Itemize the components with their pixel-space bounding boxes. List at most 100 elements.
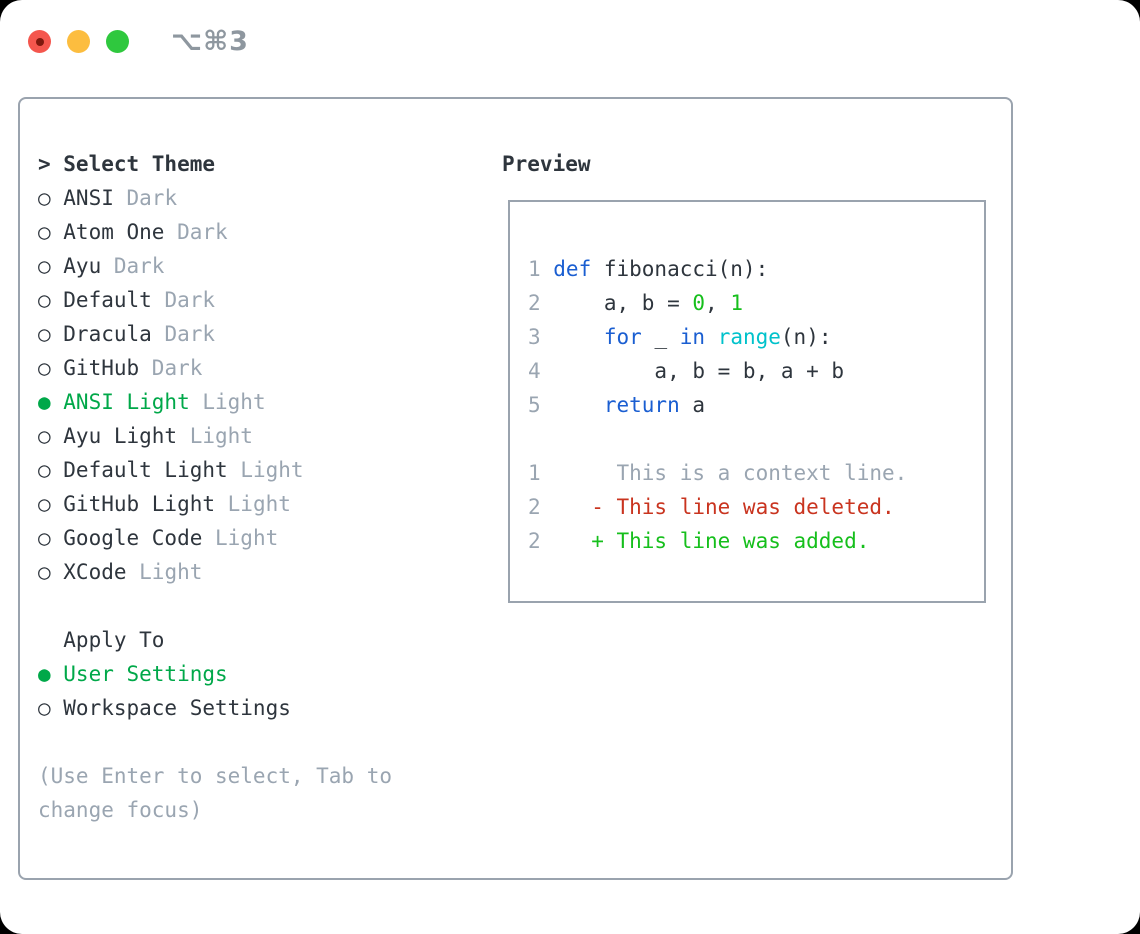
theme-variant: Light (202, 390, 266, 414)
theme-option-ayu-light[interactable]: ○ Ayu Light Light (38, 419, 478, 453)
theme-option-dracula[interactable]: ○ Dracula Dark (38, 317, 478, 351)
apply-option-workspace-settings[interactable]: ○ Workspace Settings (38, 691, 478, 725)
theme-variant: Dark (177, 220, 228, 244)
theme-name: Default Light (63, 458, 228, 482)
diff-line-added: 2 + This line was added. (528, 524, 984, 558)
theme-variant: Light (227, 492, 291, 516)
zoom-button[interactable] (106, 30, 129, 53)
theme-variant: Light (189, 424, 253, 448)
theme-option-atom-one[interactable]: ○ Atom One Dark (38, 215, 478, 249)
theme-option-github[interactable]: ○ GitHub Dark (38, 351, 478, 385)
code-token-keyword: for (603, 325, 642, 349)
cursor-prompt-icon: > (38, 152, 51, 176)
line-number: 2 (528, 529, 541, 553)
radio-unselected-icon: ○ (38, 492, 51, 516)
spacer (38, 589, 478, 623)
code-token-text: _ (641, 325, 680, 349)
theme-option-ansi[interactable]: ○ ANSI Dark (38, 181, 478, 215)
theme-name: Dracula (63, 322, 152, 346)
code-token-number: 1 (730, 291, 743, 315)
theme-option-default-light[interactable]: ○ Default Light Light (38, 453, 478, 487)
theme-name: GitHub Light (63, 492, 215, 516)
code-token-text (553, 325, 604, 349)
line-number: 4 (528, 359, 541, 383)
radio-unselected-icon: ○ (38, 526, 51, 550)
code-token-text: (n): (780, 325, 832, 349)
line-number: 1 (528, 461, 541, 485)
code-token-text (705, 325, 718, 349)
theme-variant: Dark (164, 288, 216, 312)
code-token-text (553, 393, 604, 417)
minimize-button[interactable] (67, 30, 90, 53)
theme-option-github-light[interactable]: ○ GitHub Light Light (38, 487, 478, 521)
theme-variant: Light (139, 560, 203, 584)
code-token-text: a (679, 393, 706, 417)
line-number: 5 (528, 393, 541, 417)
close-button[interactable] (28, 30, 51, 53)
diff-line-deleted: 2- This line was deleted. (528, 490, 984, 524)
theme-variant: Dark (164, 322, 216, 346)
theme-option-default[interactable]: ○ Default Dark (38, 283, 478, 317)
line-number: 1 (528, 257, 541, 281)
radio-unselected-icon: ○ (38, 560, 51, 584)
radio-unselected-icon: ○ (38, 696, 51, 720)
theme-name: Default (63, 288, 152, 312)
apply-option-label: User Settings (63, 662, 228, 686)
code-token-builtin: range (717, 325, 781, 349)
theme-name: ANSI Light (63, 390, 190, 414)
apply-option-user-settings[interactable]: ● User Settings (38, 657, 478, 691)
code-token-keyword: in (679, 325, 706, 349)
diff-preview: 1 This is a context line.2- This line wa… (528, 456, 984, 558)
theme-variant: Dark (151, 356, 203, 380)
radio-unselected-icon: ○ (38, 424, 51, 448)
line-number: 2 (528, 495, 541, 519)
select-theme-title-label: Select Theme (63, 152, 215, 176)
theme-variant: Light (240, 458, 304, 482)
apply-to-list: ● User Settings ○ Workspace Settings (38, 657, 478, 725)
code-token-text: a, b = b, a + b (553, 359, 845, 383)
theme-name: ANSI (63, 186, 114, 210)
theme-option-google-code[interactable]: ○ Google Code Light (38, 521, 478, 555)
code-token-text: , (705, 291, 731, 315)
radio-unselected-icon: ○ (38, 186, 51, 210)
spacer (528, 422, 984, 456)
theme-name: GitHub (63, 356, 140, 380)
theme-name: Google Code (63, 526, 203, 550)
line-number: 3 (528, 325, 541, 349)
apply-to-title: Apply To (63, 628, 165, 652)
radio-unselected-icon: ○ (38, 220, 51, 244)
diff-line-context: 1 This is a context line. (528, 456, 984, 490)
code-line-4: 4 a, b = b, a + b (528, 354, 984, 388)
line-number: 2 (528, 291, 541, 315)
window-shortcut-label: ⌥⌘3 (171, 26, 249, 57)
code-token-keyword: return (603, 393, 680, 417)
diff-text-added: + This line was added. (591, 529, 870, 553)
code-token-text: fibonacci(n): (591, 257, 769, 281)
code-token-text: a, b = (553, 291, 693, 315)
code-line-5: 5 return a (528, 388, 984, 422)
theme-name: Ayu Light (63, 424, 178, 448)
radio-unselected-icon: ○ (38, 356, 51, 380)
theme-name: XCode (63, 560, 127, 584)
theme-name: Atom One (63, 220, 165, 244)
theme-variant: Dark (126, 186, 178, 210)
select-theme-title: > Select Theme (38, 147, 478, 181)
radio-unselected-icon: ○ (38, 288, 51, 312)
help-text: (Use Enter to select, Tab to change focu… (38, 764, 393, 822)
radio-unselected-icon: ○ (38, 458, 51, 482)
theme-name: Ayu (63, 254, 102, 278)
apply-option-label: Workspace Settings (63, 696, 291, 720)
radio-selected-icon: ● (38, 662, 51, 686)
radio-unselected-icon: ○ (38, 322, 51, 346)
theme-variant: Light (215, 526, 279, 550)
theme-option-xcode[interactable]: ○ XCode Light (38, 555, 478, 589)
